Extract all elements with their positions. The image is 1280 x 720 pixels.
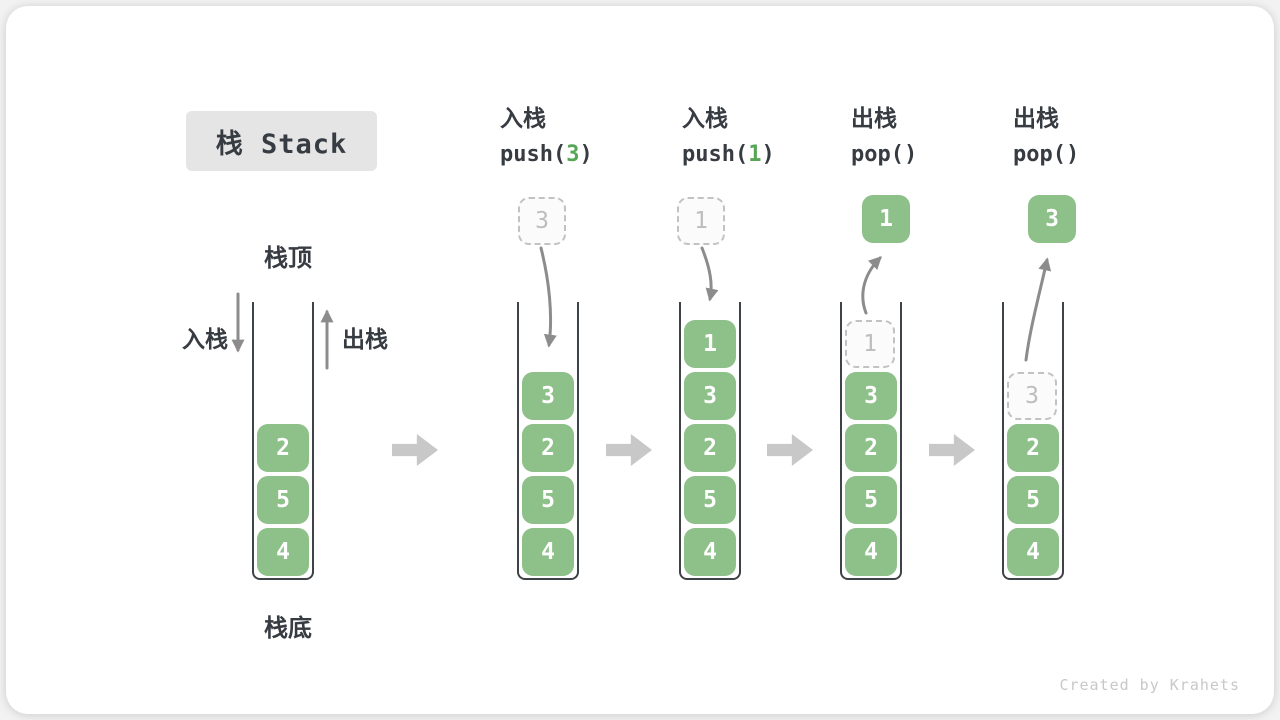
stack-box-value: 3: [845, 372, 897, 420]
op-label-code: push(3): [500, 142, 593, 168]
stack-box-value: 5: [1007, 476, 1059, 524]
stack-box-value: 4: [684, 528, 736, 576]
diagram-title: 栈 Stack: [215, 128, 348, 160]
step-arrow-icon: [606, 434, 652, 466]
op-code-pre: push(: [500, 142, 567, 167]
watermark: Created by Krahets: [1059, 676, 1240, 694]
stack-bottom-label: 栈底: [264, 614, 312, 642]
stack-box-value: 5: [845, 476, 897, 524]
diagram-title-box: 栈 Stack: [186, 111, 377, 171]
op-code-pre: pop(): [1013, 142, 1080, 167]
popped-box-1: 1: [862, 195, 910, 243]
stack-box-value: 5: [684, 476, 736, 524]
stack-box-value: 1: [684, 320, 736, 368]
stack-box-value: 5: [522, 476, 574, 524]
stack-box-value: 3: [684, 372, 736, 420]
op-code-pre: pop(): [851, 142, 918, 167]
op-label-cn: 出栈: [851, 106, 897, 132]
step-arrow-icon: [392, 434, 438, 466]
op-label-cn: 出栈: [1013, 106, 1059, 132]
op-label-code: push(1): [682, 142, 775, 168]
push1-flow-arrow-icon: [700, 246, 719, 302]
pending-push-box-1: 1: [677, 197, 725, 245]
op-label-push-1: 入栈 push(1): [682, 106, 775, 168]
stack-top-label: 栈顶: [264, 244, 312, 272]
op-label-pop-3: 出栈 pop(): [1013, 106, 1079, 168]
stack-box-value: 4: [1007, 528, 1059, 576]
op-code-arg: 3: [566, 142, 580, 167]
stack-box-value: 5: [257, 476, 309, 524]
op-label-cn: 入栈: [682, 106, 728, 132]
stack-box-value: 2: [1007, 424, 1059, 472]
op-label-pop-1: 出栈 pop(): [851, 106, 917, 168]
op-code-post: ): [579, 142, 593, 167]
ghost-box-1: 1: [845, 320, 895, 368]
stack-box-value: 2: [845, 424, 897, 472]
op-label-push-3: 入栈 push(3): [500, 106, 593, 168]
pop-side-label: 出栈: [342, 327, 388, 353]
step-arrow-icon: [929, 434, 975, 466]
op-label-code: pop(): [851, 142, 917, 168]
stack-box-value: 3: [522, 372, 574, 420]
step-arrow-icon: [767, 434, 813, 466]
op-label-cn: 入栈: [500, 106, 546, 132]
popped-box-3: 3: [1028, 195, 1076, 243]
stack-box-value: 2: [257, 424, 309, 472]
stack-box-value: 2: [684, 424, 736, 472]
stack-box-value: 2: [522, 424, 574, 472]
pending-push-box-3: 3: [518, 197, 566, 245]
op-label-code: pop(): [1013, 142, 1079, 168]
op-code-pre: push(: [682, 142, 749, 167]
stack-box-value: 4: [522, 528, 574, 576]
op-code-post: ): [761, 142, 775, 167]
op-code-arg: 1: [748, 142, 762, 167]
stack-box-value: 4: [257, 528, 309, 576]
push-side-label: 入栈: [182, 327, 228, 353]
ghost-box-3: 3: [1007, 372, 1057, 420]
stack-box-value: 4: [845, 528, 897, 576]
